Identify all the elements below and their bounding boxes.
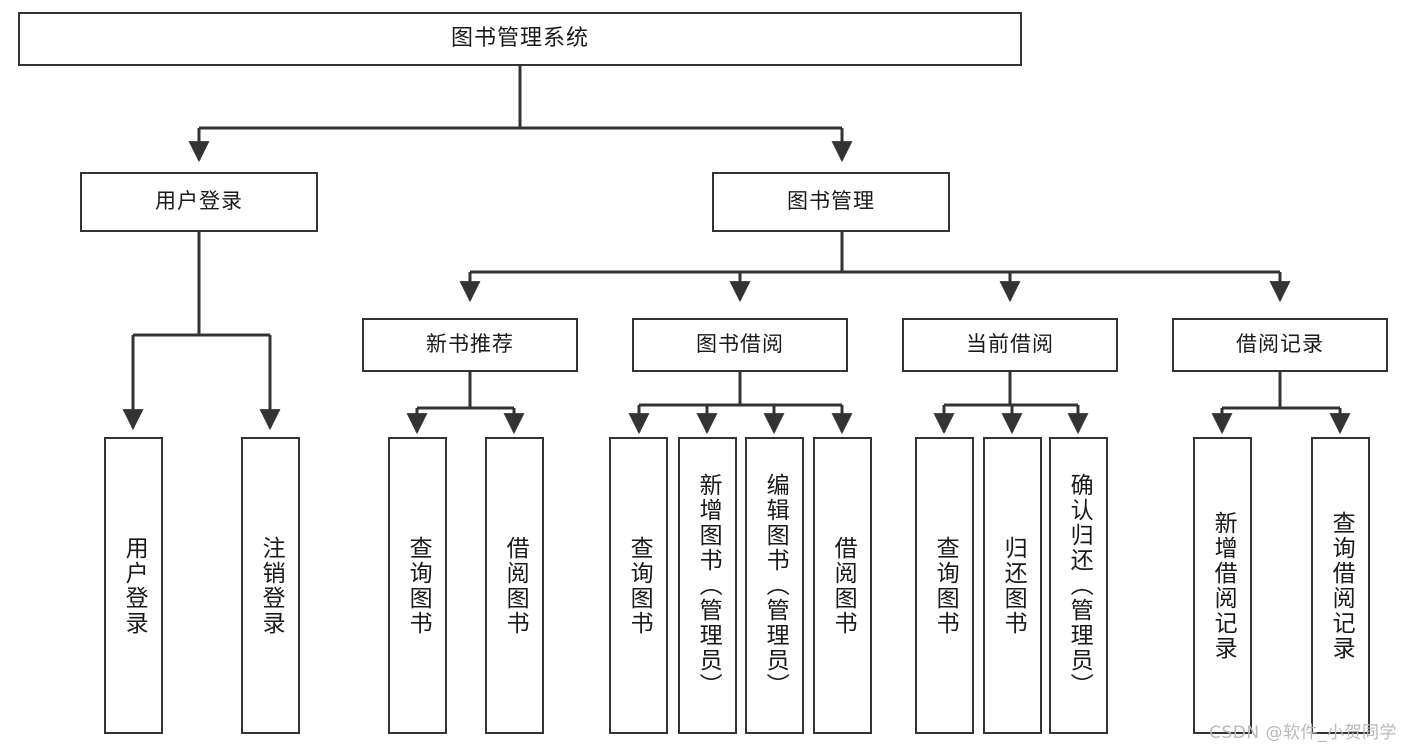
- node-book-borrow[interactable]: 图书借阅: [632, 318, 848, 372]
- leaf-borrow-edit-book-label: 编辑图书（管理员）: [762, 473, 789, 698]
- leaf-cur-query-book-label: 查询图书: [932, 535, 959, 636]
- watermark-text: CSDN @软件_小贺同学: [1209, 723, 1397, 743]
- leaf-borrow-borrow-book-label: 借阅图书: [830, 535, 857, 636]
- leaf-rec-query-record[interactable]: 查询借阅记录: [1311, 437, 1370, 734]
- leaf-rec-add-record-label: 新增借阅记录: [1210, 510, 1237, 661]
- leaf-borrow-borrow-book[interactable]: 借阅图书: [813, 437, 872, 734]
- leaf-rec-query-book-label: 查询图书: [405, 535, 432, 636]
- leaf-rec-add-record[interactable]: 新增借阅记录: [1193, 437, 1252, 734]
- leaf-user-logout-label: 注销登录: [258, 535, 285, 636]
- node-book-borrow-label: 图书借阅: [696, 332, 784, 357]
- node-current-borrow-label: 当前借阅: [966, 332, 1054, 357]
- leaf-cur-return-book[interactable]: 归还图书: [983, 437, 1042, 734]
- leaf-user-login-label: 用户登录: [121, 535, 148, 636]
- leaf-user-login[interactable]: 用户登录: [104, 437, 163, 734]
- leaf-borrow-add-book[interactable]: 新增图书（管理员）: [678, 437, 737, 734]
- leaf-cur-confirm-return[interactable]: 确认归还（管理员）: [1049, 437, 1108, 734]
- node-root[interactable]: 图书管理系统: [18, 12, 1022, 66]
- node-book-manage[interactable]: 图书管理: [712, 172, 950, 232]
- leaf-cur-query-book[interactable]: 查询图书: [915, 437, 974, 734]
- leaf-borrow-add-book-label: 新增图书（管理员）: [695, 473, 722, 698]
- node-current-borrow[interactable]: 当前借阅: [902, 318, 1118, 372]
- leaf-borrow-edit-book[interactable]: 编辑图书（管理员）: [745, 437, 804, 734]
- leaf-rec-borrow-book[interactable]: 借阅图书: [485, 437, 544, 734]
- leaf-rec-borrow-book-label: 借阅图书: [502, 535, 529, 636]
- node-borrow-record-label: 借阅记录: [1236, 332, 1324, 357]
- leaf-rec-query-book[interactable]: 查询图书: [388, 437, 447, 734]
- node-new-book-rec[interactable]: 新书推荐: [362, 318, 578, 372]
- node-borrow-record[interactable]: 借阅记录: [1172, 318, 1388, 372]
- leaf-user-logout[interactable]: 注销登录: [241, 437, 300, 734]
- node-root-label: 图书管理系统: [450, 25, 589, 51]
- node-user-login-label: 用户登录: [155, 189, 243, 214]
- node-new-book-rec-label: 新书推荐: [426, 332, 514, 357]
- leaf-cur-return-book-label: 归还图书: [1000, 535, 1027, 636]
- node-user-login[interactable]: 用户登录: [80, 172, 318, 232]
- node-book-manage-label: 图书管理: [787, 189, 875, 214]
- leaf-borrow-query-book[interactable]: 查询图书: [609, 437, 668, 734]
- leaf-rec-query-record-label: 查询借阅记录: [1328, 510, 1355, 661]
- leaf-cur-confirm-return-label: 确认归还（管理员）: [1066, 473, 1093, 698]
- leaf-borrow-query-book-label: 查询图书: [626, 535, 653, 636]
